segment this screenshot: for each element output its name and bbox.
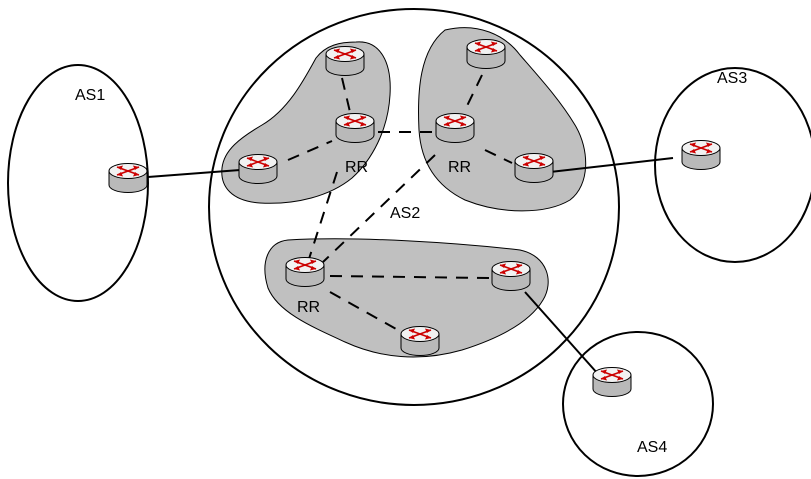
router-icon bbox=[514, 152, 554, 184]
as2-label: AS2 bbox=[390, 205, 420, 222]
router-icon bbox=[592, 366, 632, 398]
ebgp-link-as2-as3 bbox=[549, 157, 674, 173]
router-icon bbox=[108, 162, 148, 194]
ibgp-session bbox=[341, 77, 351, 113]
router-icon bbox=[435, 112, 475, 144]
router-icon bbox=[681, 139, 721, 171]
ibgp-session bbox=[465, 74, 483, 109]
as3-boundary bbox=[654, 67, 811, 263]
route-reflector-label: RR bbox=[297, 299, 320, 316]
router-icon bbox=[466, 38, 506, 70]
as1-label: AS1 bbox=[75, 87, 105, 104]
route-reflector-label: RR bbox=[448, 159, 471, 176]
ibgp-session bbox=[307, 171, 338, 263]
as4-label: AS4 bbox=[637, 439, 667, 456]
cluster-bottom bbox=[264, 238, 549, 358]
ibgp-session bbox=[329, 275, 491, 279]
router-icon bbox=[285, 256, 325, 288]
as1-boundary bbox=[7, 64, 149, 302]
ibgp-session bbox=[329, 291, 399, 331]
ebgp-link-as2-as4 bbox=[524, 291, 599, 375]
as2-boundary bbox=[208, 8, 620, 406]
ebgp-link-as1-as2 bbox=[147, 169, 241, 178]
as3-label: AS3 bbox=[717, 70, 747, 87]
router-icon bbox=[325, 45, 365, 77]
ibgp-session bbox=[287, 140, 333, 161]
as4-boundary bbox=[562, 331, 714, 477]
ibgp-session bbox=[484, 149, 513, 164]
router-icon bbox=[335, 112, 375, 144]
router-icon bbox=[491, 260, 531, 292]
ibgp-session bbox=[322, 154, 436, 263]
route-reflector-label: RR bbox=[345, 159, 368, 176]
router-icon bbox=[238, 153, 278, 185]
router-icon bbox=[400, 325, 440, 357]
